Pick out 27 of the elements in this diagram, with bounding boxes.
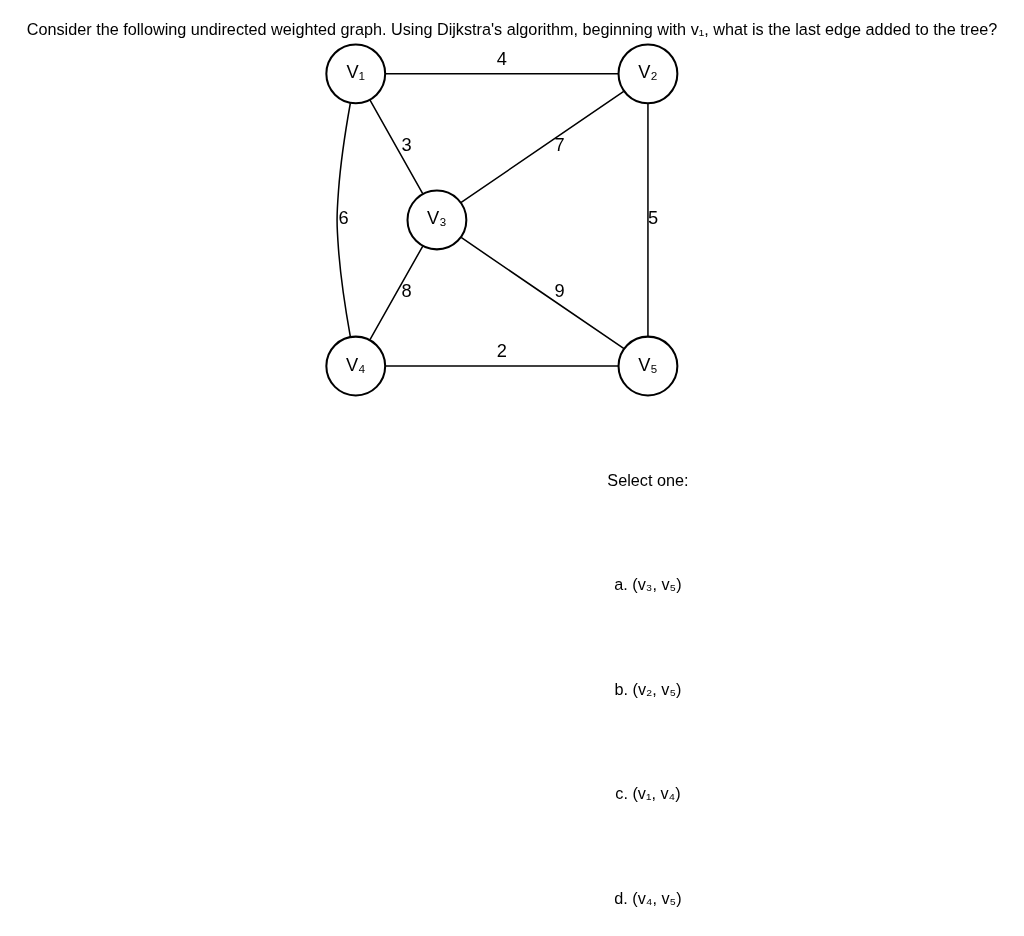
connector bbox=[369, 99, 424, 195]
edge-label: 3 bbox=[401, 134, 412, 156]
label: c. (v₁, v₄) bbox=[615, 784, 681, 803]
edge-label: 5 bbox=[647, 207, 659, 229]
node-circle: V₅ bbox=[617, 335, 679, 397]
connector bbox=[336, 102, 352, 338]
connector bbox=[460, 236, 625, 350]
label: b. (v₂, v₅) bbox=[614, 679, 682, 698]
label: d. (v₄, v₅) bbox=[614, 888, 682, 907]
label: Select one: bbox=[607, 470, 689, 489]
edge-label: 4 bbox=[496, 48, 507, 70]
edge-label: 9 bbox=[554, 280, 565, 302]
edge-label: 8 bbox=[401, 280, 412, 302]
edge-label: 2 bbox=[496, 340, 507, 362]
connector bbox=[647, 102, 649, 337]
label: a. (v₃, v₅) bbox=[614, 575, 682, 594]
node-circle: V₂ bbox=[617, 43, 679, 105]
diagram-title: Consider the following undirected weighted graph. Using Dijkstra's algorithm, beginning with v₁, what is the last edge added to the tree? bbox=[26, 20, 998, 39]
edge-label: 7 bbox=[554, 134, 565, 156]
node-circle: V₃ bbox=[406, 189, 468, 251]
connector bbox=[384, 365, 619, 367]
edge-label: 6 bbox=[338, 207, 349, 229]
node-circle: V₁ bbox=[325, 43, 387, 105]
connector bbox=[460, 90, 625, 204]
node-circle: V₄ bbox=[325, 335, 387, 397]
connector bbox=[384, 73, 619, 75]
connector bbox=[369, 245, 424, 341]
